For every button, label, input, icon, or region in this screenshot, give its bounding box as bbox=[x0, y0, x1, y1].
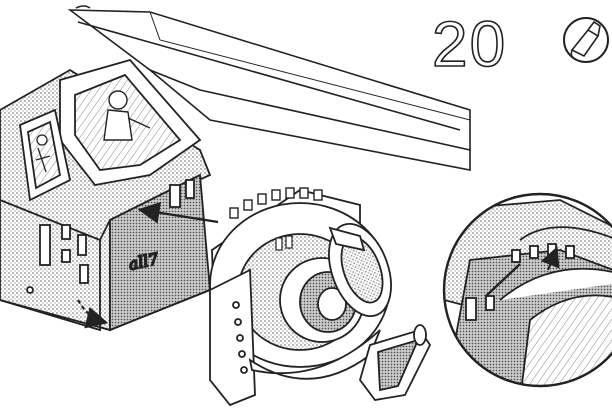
insert-arrow-lower bbox=[77, 299, 109, 329]
insert-arrow-upper bbox=[137, 201, 219, 224]
step-number: 20 bbox=[432, 8, 507, 80]
detail-callout bbox=[442, 192, 612, 388]
side-window-figure bbox=[35, 134, 51, 173]
assembly-arrows bbox=[77, 201, 219, 329]
step-header: 20 bbox=[431, 7, 609, 81]
detail-arrow bbox=[540, 246, 560, 271]
cab-shell: all7 bbox=[0, 58, 212, 332]
glue-bottle-icon bbox=[563, 17, 609, 63]
driver-figure bbox=[103, 90, 151, 141]
engine-hood-panel bbox=[67, 5, 471, 171]
engine-assembly bbox=[209, 187, 432, 407]
